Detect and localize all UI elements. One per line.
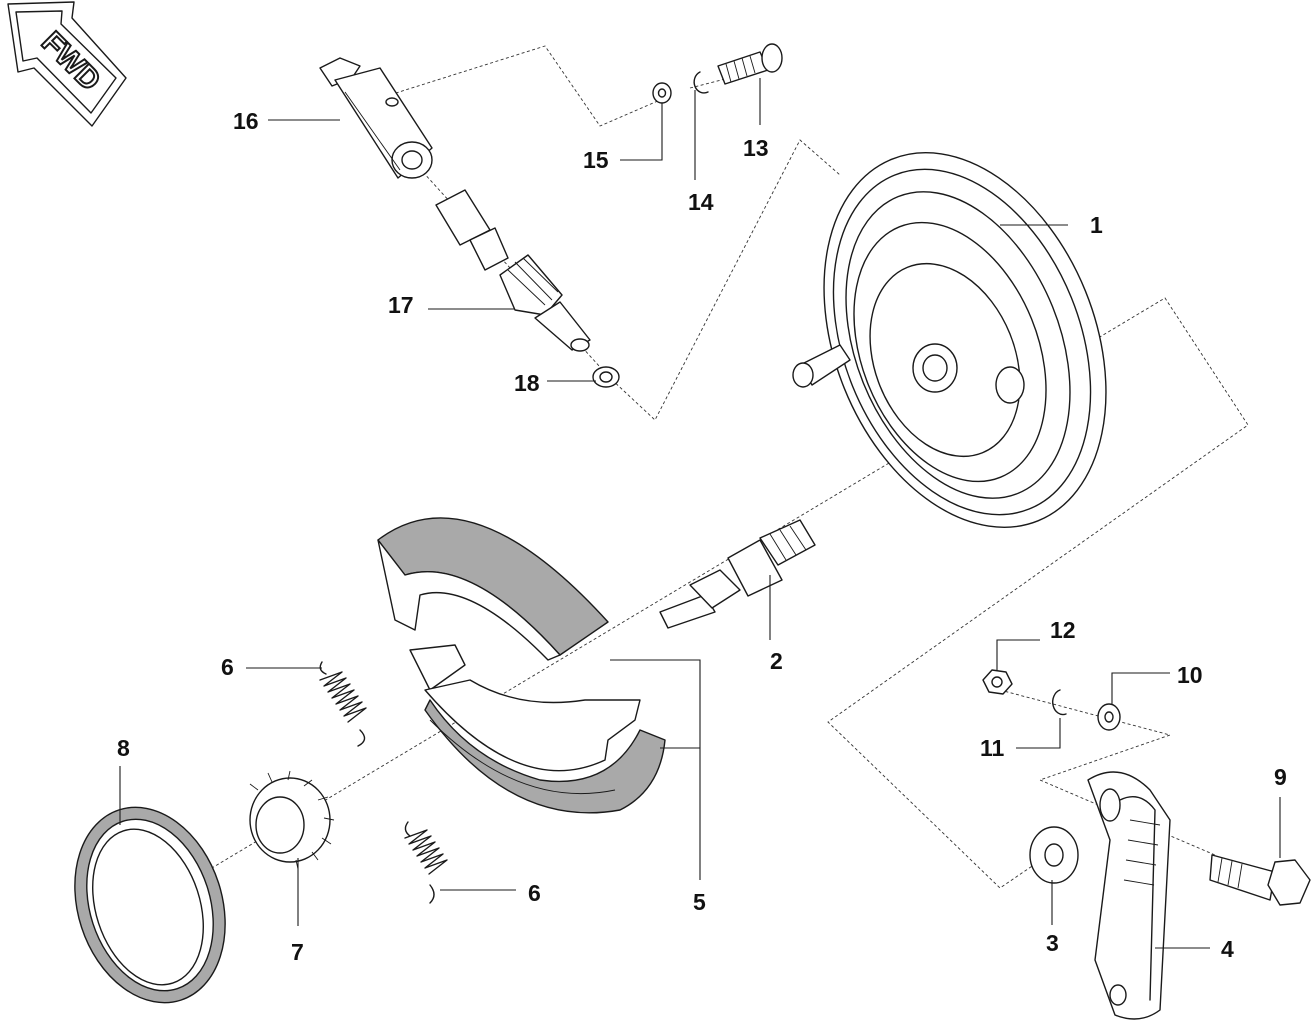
part-8-seal-ring [74,806,226,1004]
part-6-spring-lower [404,821,448,904]
callout-part-5: 5 [693,889,706,915]
part-3-washer [1029,826,1079,884]
callout-part-2: 2 [770,648,783,674]
callout-part-6-upper: 6 [221,654,234,680]
part-6-spring-upper [319,661,367,747]
callout-part-17: 17 [388,292,414,318]
part-10-washer [1097,703,1121,731]
part-18-bushing [592,366,620,388]
callout-part-12: 12 [1050,617,1076,643]
part-13-screw [717,43,783,85]
part-12-nut [982,669,1013,695]
callout-part-10: 10 [1177,662,1203,688]
callout-part-8: 8 [117,735,130,761]
part-1-brake-panel [792,152,1107,528]
callout-part-1: 1 [1090,212,1103,238]
leader-lines [119,78,1281,949]
callout-part-16: 16 [233,108,259,134]
callout-part-15: 15 [583,147,609,173]
part-15-washer [652,82,672,104]
callout-part-14: 14 [688,189,714,215]
part-11-lock-washer [1052,689,1067,716]
part-2-camshaft [659,519,816,629]
part-7-gear [249,770,335,870]
callout-part-9: 9 [1274,764,1287,790]
callout-part-18: 18 [514,370,540,396]
callout-part-7: 7 [291,939,304,965]
callout-part-13: 13 [743,135,769,161]
part-5-brake-shoes [377,517,666,814]
callout-part-6-lower: 6 [528,880,541,906]
part-9-bolt [1209,854,1311,906]
part-17-pinion-shaft [435,189,591,352]
callout-part-3: 3 [1046,930,1059,956]
part-4-brake-arm [1087,771,1171,1020]
part-16-drive-housing [319,57,433,179]
fwd-arrow-icon: FWD [7,1,127,127]
callout-part-4: 4 [1221,936,1234,962]
callout-part-11: 11 [980,735,1005,761]
part-14-lock-washer [693,71,709,94]
